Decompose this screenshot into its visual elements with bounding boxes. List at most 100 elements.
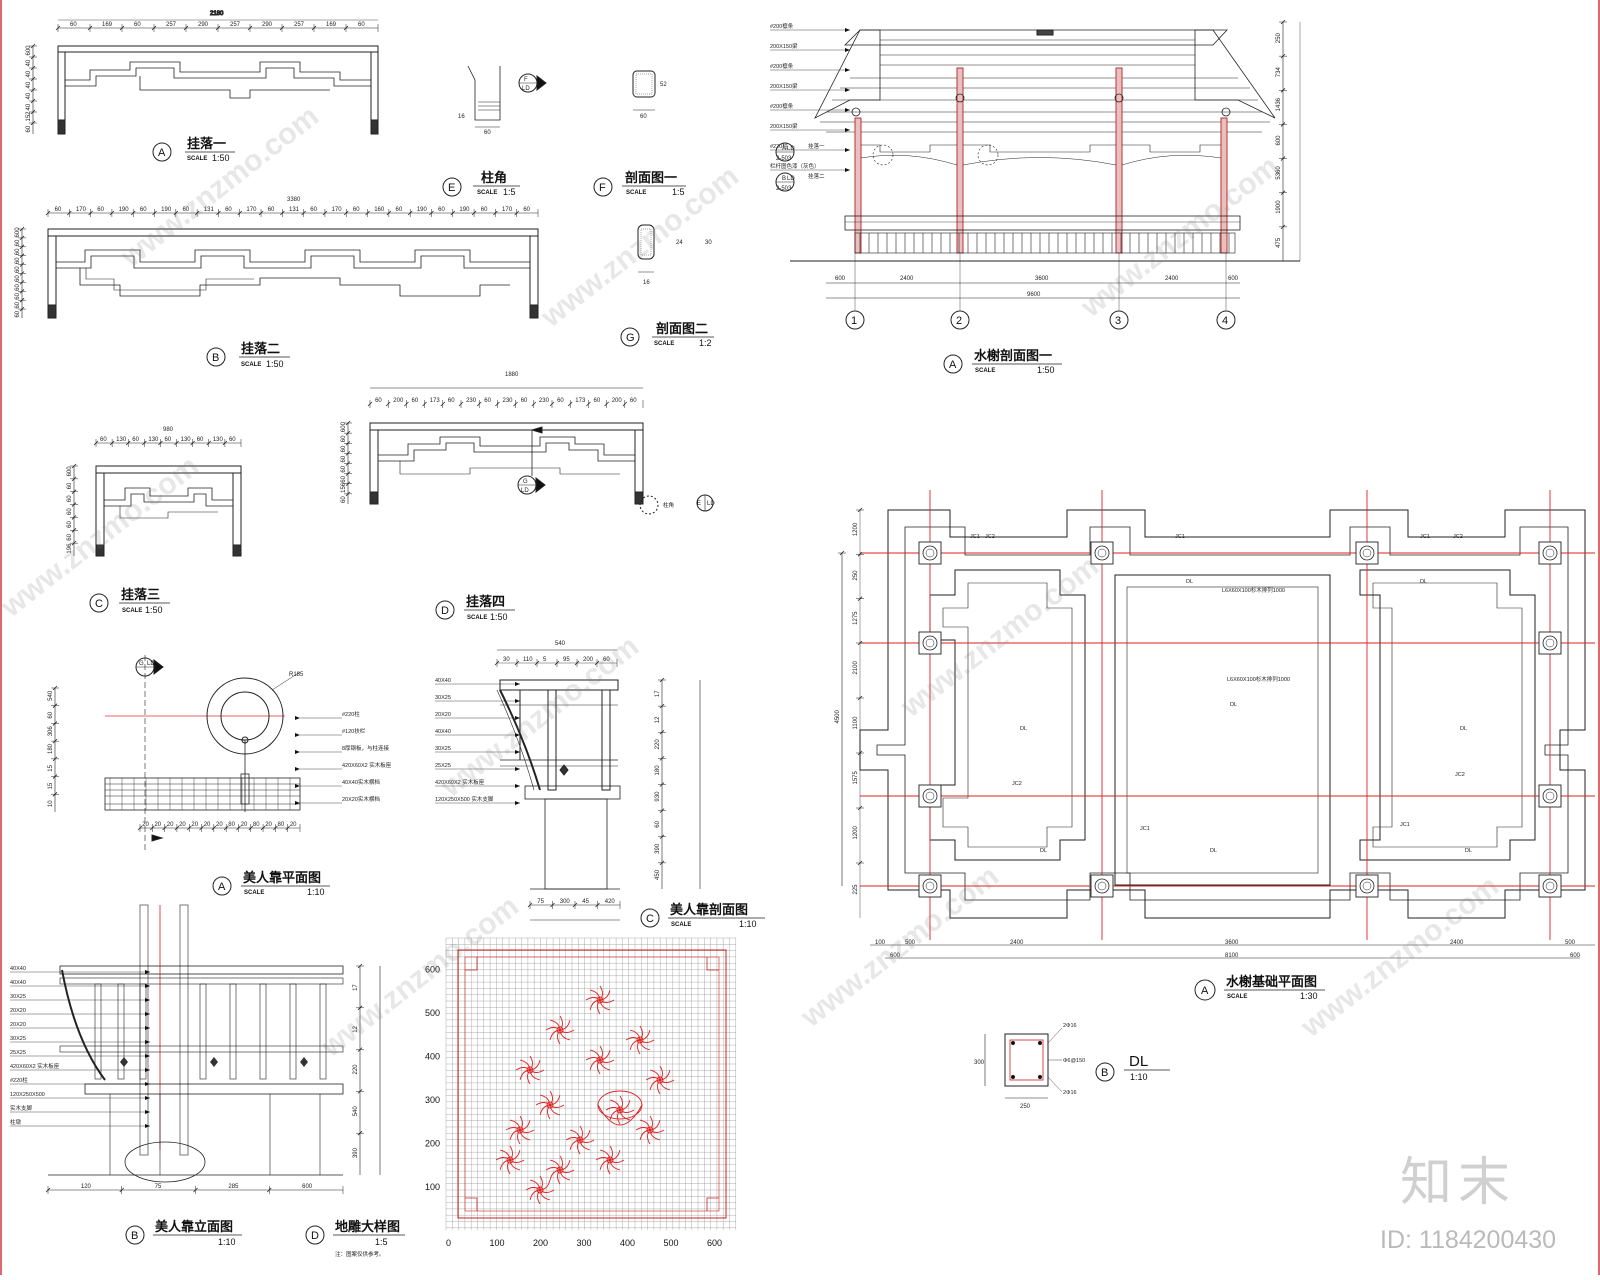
guaA-vdim-7: 60 xyxy=(26,125,32,132)
pier-4 xyxy=(1090,541,1114,565)
diDiao-bloom-2 xyxy=(636,1036,644,1044)
diDiao-bloom-13 xyxy=(606,1156,614,1164)
pouF-letter: F xyxy=(599,182,606,194)
guaC-vdim-2: 60 xyxy=(67,495,73,502)
diDiao-scale: 1:5 xyxy=(375,1237,388,1247)
guaC-vdim-3: 60 xyxy=(67,508,73,515)
jichu-total: 8100 xyxy=(1225,953,1239,959)
meiPing-radius: R185 xyxy=(289,672,304,678)
jichu-dim-2: 2400 xyxy=(1010,940,1024,946)
shuiPou-label-6: #220柱 xyxy=(770,142,788,150)
pier-5 xyxy=(1090,874,1114,898)
meiPou-vdim-1: 12 xyxy=(655,716,661,723)
meiPou-vdim-4: 930 xyxy=(655,791,661,802)
meiPou-top-total: 540 xyxy=(555,641,566,647)
guaB-dim-4: 60 xyxy=(140,207,147,213)
jichu-dim-5: 500 xyxy=(1565,940,1576,946)
guaB-scale-word: SCALE xyxy=(241,362,261,368)
shuiPou-scale: 1:50 xyxy=(1037,365,1055,375)
guaB-vdim-8: 60 xyxy=(15,301,21,308)
guaD-dim-10: 60 xyxy=(557,398,564,404)
meiPing-vdim-3: 180 xyxy=(48,743,54,754)
shuiPou-dim-2: 2400 xyxy=(900,276,914,282)
guaD-dim-5: 230 xyxy=(466,398,477,404)
guaD-dim-4: 60 xyxy=(448,398,455,404)
guaD-dim-7: 230 xyxy=(503,398,514,404)
meiPing-scale-word: SCALE xyxy=(244,890,264,896)
shuiPou-title: 水榭剖面图一 xyxy=(974,348,1052,363)
guaB-dim-3: 190 xyxy=(119,207,130,213)
guaB-dim-20: 60 xyxy=(481,207,488,213)
shuiPou-dim-1: 600 xyxy=(835,276,846,282)
diDiao-bloom-0 xyxy=(596,996,604,1004)
dl-scale: 1:10 xyxy=(1130,1072,1148,1082)
guaD-dim-14: 60 xyxy=(630,398,637,404)
jichu-label-14: DL xyxy=(1040,848,1047,854)
meiPou-label-3: 40X40 xyxy=(435,729,451,735)
meiPou-dim-3: 95 xyxy=(563,657,570,663)
jichu-label-5: JC2 xyxy=(1455,772,1465,778)
meiLi-dim-0: 120 xyxy=(81,1184,92,1190)
meiPing-label-4: 40X40实木横档 xyxy=(342,778,380,786)
guaB-dim-7: 131 xyxy=(204,207,215,213)
shuiPou-label-gua2: 挂落二 xyxy=(808,172,825,180)
shuiPou-vdim-5: 1900 xyxy=(1276,200,1282,214)
pier-10 xyxy=(1538,784,1562,808)
meiLi-dim-1: 75 xyxy=(155,1184,162,1190)
guaB-dim-10: 60 xyxy=(268,207,275,213)
jichu-label-9: DL xyxy=(1186,579,1193,585)
guaB-title: 挂落二 xyxy=(241,341,280,356)
meiLi-vdim-1: 12 xyxy=(353,1025,359,1032)
meiPing-dim-0: 20 xyxy=(142,822,149,828)
guaC-letter: C xyxy=(95,598,103,610)
diDiao-ytick-4: 500 xyxy=(425,1008,440,1018)
meiPing-dim-2: 20 xyxy=(167,822,174,828)
meiLi-dim-2: 285 xyxy=(228,1184,239,1190)
meiPou-title: 美人靠剖面图 xyxy=(670,902,748,917)
shuiPou-label-1: 200X150梁 xyxy=(770,42,798,50)
guaC-vdim-1: 60 xyxy=(67,482,73,489)
guaA-dim-1: 169 xyxy=(102,22,113,28)
zhuE-drawing: 60 16 FLD E 柱角 SCALE 1:5 xyxy=(442,65,547,197)
guaB-dim-15: 160 xyxy=(374,207,385,213)
guaB-dim-22: 60 xyxy=(523,207,530,213)
guaB-vdim-2: 60 xyxy=(15,248,21,255)
shuiPou-elev-2: 2-503 xyxy=(776,186,792,192)
guaA-vdim-5: 40 xyxy=(26,103,32,110)
guaD-dim-1: 200 xyxy=(393,398,404,404)
guaB-overall: 3380 xyxy=(287,197,301,203)
guaD-vdim-1: 60 xyxy=(341,435,347,442)
guaD-vdim-7: 60 xyxy=(341,496,347,503)
meiLi-vdim-2: 220 xyxy=(353,1064,359,1075)
guaB-dim-12: 60 xyxy=(310,207,317,213)
guaC-vdim-4: 60 xyxy=(67,521,73,528)
guaC-dim-2: 60 xyxy=(132,437,139,443)
meiPing-title: 美人靠平面图 xyxy=(243,870,321,885)
meiPing-dim-7: 80 xyxy=(228,822,235,828)
zhuE-dim-w: 60 xyxy=(484,130,491,136)
image-id-watermark: ID: 1184200430 xyxy=(1380,1226,1557,1254)
meiLi-label-6: 25X25 xyxy=(10,1050,26,1056)
diDiao-bloom-7 xyxy=(616,1106,624,1114)
meiPou-label-5: 25X25 xyxy=(435,763,451,769)
meiPou-scale-word: SCALE xyxy=(671,922,691,928)
pouG-dim-w: 16 xyxy=(643,280,650,286)
jichu-dim-3: 3600 xyxy=(1225,940,1239,946)
meiPing-dim-10: 20 xyxy=(265,822,272,828)
zhuE-title: 柱角 xyxy=(481,170,507,185)
jichu-vdim-0: 1200 xyxy=(853,522,859,536)
jichu-label-16: DL xyxy=(1465,848,1472,854)
meiPou-scale: 1:10 xyxy=(739,919,757,929)
guaC-dim-5: 130 xyxy=(181,437,192,443)
guaC-scale: 1:50 xyxy=(145,605,163,615)
diDiao-bloom-6 xyxy=(546,1101,554,1109)
meiPing-dim-6: 20 xyxy=(216,822,223,828)
jichu-b-vdim-2: 1575 xyxy=(853,770,859,784)
jichu-b-vdim-3: 1200 xyxy=(853,825,859,839)
shuiPou-label-3: 200X150梁 xyxy=(770,82,798,90)
guaA-dim-9: 60 xyxy=(358,22,365,28)
guaB-vdim-6: 60 xyxy=(15,284,21,291)
shuiPou-vdim-3: 600 xyxy=(1276,135,1282,146)
